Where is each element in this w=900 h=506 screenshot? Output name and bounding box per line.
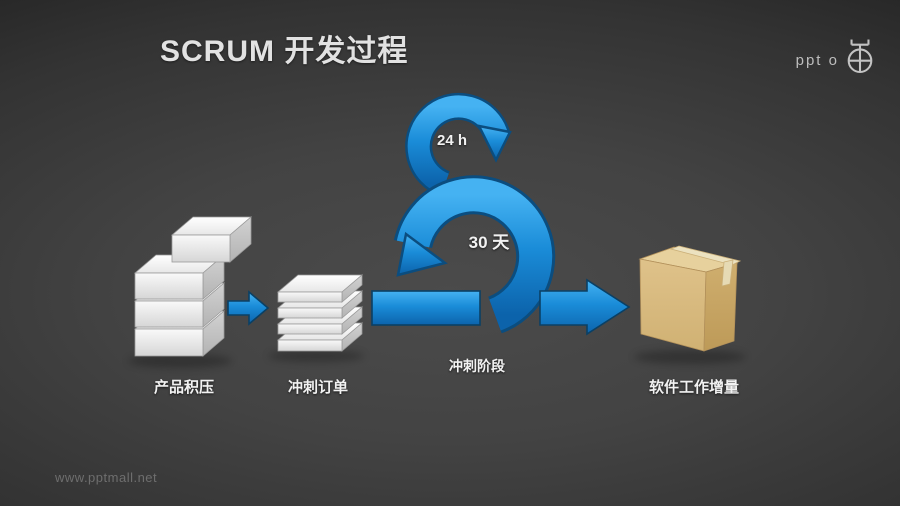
sprint-arrow-shaft	[371, 290, 481, 326]
sprint-backlog-stack	[276, 274, 364, 352]
page-title: SCRUM 开发过程	[160, 35, 409, 68]
connector-arrow	[227, 290, 270, 326]
product-backlog-label: 产品积压	[153, 379, 214, 396]
ground-shadows	[128, 350, 746, 368]
daily-loop-arrow	[405, 92, 512, 197]
sprint-loop-label: 30 天	[468, 233, 510, 252]
sprint-arrow-head	[539, 278, 631, 336]
product-backlog-stack	[133, 216, 253, 357]
watermark: www.pptmall.net	[55, 470, 158, 485]
cardboard-box	[638, 245, 742, 352]
daily-loop-label: 24 h	[436, 132, 467, 149]
logo-text: ppt o	[795, 51, 839, 69]
crosshair-compass-icon	[847, 39, 873, 74]
sprint-loop-arrow	[393, 175, 556, 334]
sprint-phase-label: 冲刺阶段	[449, 358, 505, 374]
software-increment-label: 软件工作增量	[648, 379, 739, 396]
sprint-backlog-label: 冲刺订单	[287, 379, 348, 396]
pptmall-logo: ppt o	[796, 36, 876, 76]
